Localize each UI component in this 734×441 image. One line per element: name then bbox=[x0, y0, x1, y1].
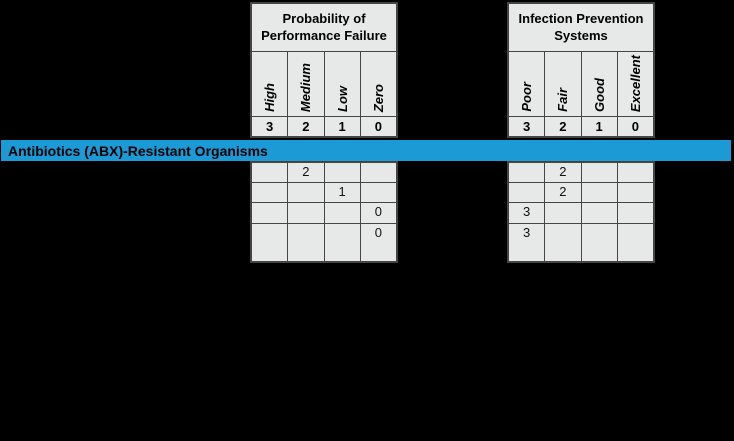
column-label-text: Poor bbox=[519, 82, 535, 112]
table-title: Probability of Performance Failure bbox=[252, 4, 396, 51]
data-cell bbox=[581, 183, 617, 202]
column-label-text: Good bbox=[591, 78, 607, 112]
data-cell bbox=[509, 183, 545, 202]
data-cell bbox=[252, 183, 288, 202]
data-cell bbox=[360, 163, 396, 182]
data-cell bbox=[509, 163, 545, 182]
column-label-high: High bbox=[252, 52, 288, 116]
scale-value: 1 bbox=[324, 117, 360, 136]
performance-failure-table-header: Probability of Performance Failure High … bbox=[250, 2, 398, 138]
column-label-text: Medium bbox=[298, 62, 314, 112]
scale-value: 1 bbox=[581, 117, 617, 136]
column-label-medium: Medium bbox=[288, 52, 324, 116]
data-cell bbox=[545, 203, 581, 223]
category-banner: Antibiotics (ABX)-Resistant Organisms bbox=[1, 140, 731, 161]
performance-failure-data-grid: 2 1 0 0 bbox=[250, 161, 398, 263]
data-cell: 3 bbox=[509, 203, 545, 223]
column-label-text: Zero bbox=[370, 83, 386, 112]
data-cell: 2 bbox=[545, 163, 581, 182]
column-label-zero: Zero bbox=[360, 52, 396, 116]
data-cell: 3 bbox=[509, 224, 545, 261]
data-cell bbox=[581, 224, 617, 261]
data-cell bbox=[252, 203, 288, 223]
column-label-good: Good bbox=[581, 52, 617, 116]
data-cell bbox=[360, 183, 396, 202]
data-cell bbox=[617, 224, 653, 261]
data-cell bbox=[581, 163, 617, 182]
column-label-text: Low bbox=[334, 86, 350, 112]
data-cell: 2 bbox=[545, 183, 581, 202]
column-label-low: Low bbox=[324, 52, 360, 116]
data-cell bbox=[288, 183, 324, 202]
column-label-text: High bbox=[262, 83, 278, 112]
table-title: Infection Prevention Systems bbox=[509, 4, 653, 51]
column-label-excellent: Excellent bbox=[617, 52, 653, 116]
data-cell bbox=[324, 224, 360, 261]
category-banner-label: Antibiotics (ABX)-Resistant Organisms bbox=[8, 142, 268, 159]
column-label-poor: Poor bbox=[509, 52, 545, 116]
infection-prevention-data-grid: 2 2 3 3 bbox=[507, 161, 655, 263]
data-cell bbox=[252, 163, 288, 182]
data-cell: 2 bbox=[288, 163, 324, 182]
data-cell: 1 bbox=[324, 183, 360, 202]
data-cell bbox=[617, 203, 653, 223]
data-cell bbox=[288, 203, 324, 223]
scale-value: 2 bbox=[288, 117, 324, 136]
infection-prevention-table-header: Infection Prevention Systems Poor Fair G… bbox=[507, 2, 655, 138]
scale-value: 3 bbox=[252, 117, 288, 136]
data-cell bbox=[617, 183, 653, 202]
data-cell bbox=[617, 163, 653, 182]
data-cell bbox=[324, 163, 360, 182]
data-cell bbox=[252, 224, 288, 261]
column-label-text: Excellent bbox=[627, 54, 643, 112]
data-cell bbox=[288, 224, 324, 261]
scale-value: 2 bbox=[545, 117, 581, 136]
scale-value: 3 bbox=[509, 117, 545, 136]
data-cell bbox=[581, 203, 617, 223]
scale-value: 0 bbox=[617, 117, 653, 136]
column-label-fair: Fair bbox=[545, 52, 581, 116]
data-cell bbox=[324, 203, 360, 223]
data-cell: 0 bbox=[360, 224, 396, 261]
data-cell bbox=[545, 224, 581, 261]
column-label-text: Fair bbox=[555, 88, 571, 112]
scale-value: 0 bbox=[360, 117, 396, 136]
data-cell: 0 bbox=[360, 203, 396, 223]
